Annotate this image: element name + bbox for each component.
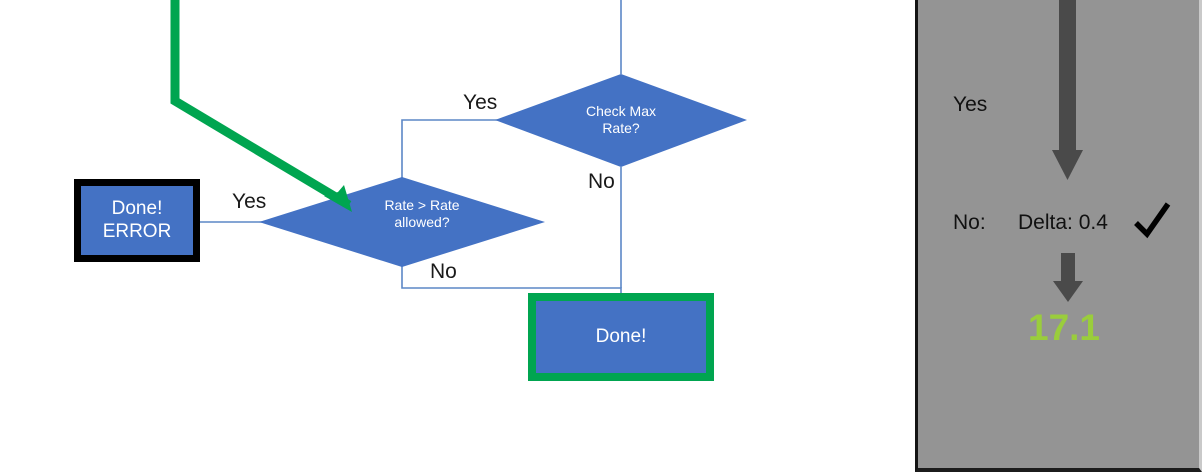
node-done-error[interactable]: Done! ERROR: [74, 179, 200, 262]
diamond-rate-gt-rate-allowed[interactable]: [259, 177, 545, 267]
connector-rate-no-to-done: [401, 262, 622, 295]
node-done-error-text: Done! ERROR: [103, 198, 172, 243]
arrow-down-short-icon: [1053, 253, 1083, 302]
edge-label-yes-rate-gt: Yes: [232, 190, 267, 213]
edge-label-yes-check-max: Yes: [463, 91, 498, 114]
panel-branch-no-label: No:: [953, 211, 986, 234]
arrow-down-long-icon: [1052, 0, 1083, 180]
node-done[interactable]: Done!: [528, 293, 714, 381]
green-highlight-path: [170, 0, 352, 209]
connector-check-max-yes-to-rate: [401, 119, 504, 202]
check-mark-icon: [1134, 202, 1171, 239]
edge-label-no-rate-gt: No: [430, 260, 457, 283]
diamond-check-max-rate[interactable]: [495, 74, 747, 167]
panel-arrows: [1052, 0, 1083, 302]
flowchart-graphics: [170, 0, 747, 295]
annotation-panel: Yes No: Delta: 0.4 17.1: [915, 0, 1202, 472]
edge-label-no-check-max: No: [588, 170, 615, 193]
panel-result-value: 17.1: [1028, 307, 1101, 348]
node-done-error-line2: ERROR: [102, 220, 172, 242]
green-arrowhead-icon: [324, 185, 352, 212]
node-done-error-line1: Done!: [111, 198, 163, 220]
node-done-label: Done!: [595, 325, 647, 347]
panel-delta-label: Delta: 0.4: [1018, 211, 1108, 234]
panel-branch-yes-label: Yes: [953, 93, 988, 116]
